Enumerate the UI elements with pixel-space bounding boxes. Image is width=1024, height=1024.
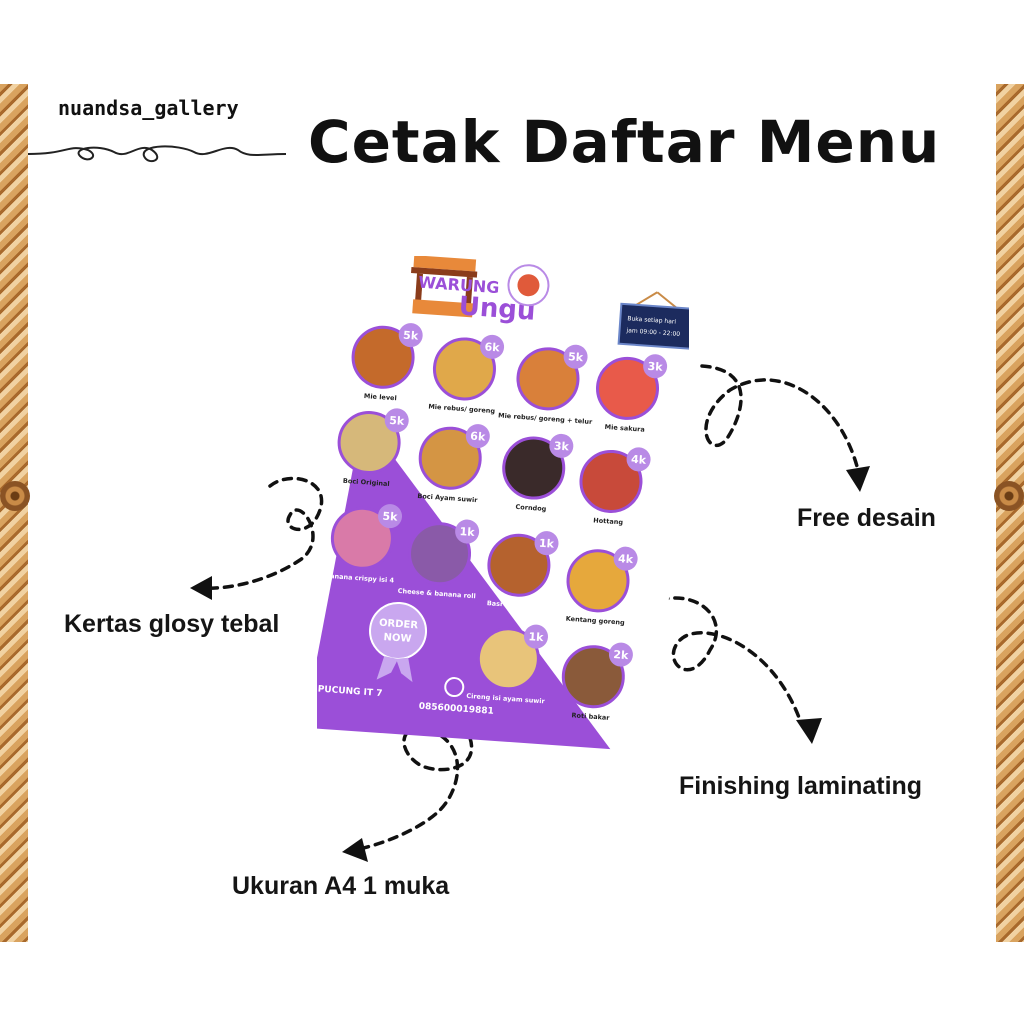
price-badge [465,424,490,449]
menu-item-photo [566,549,630,613]
flourish-ornament [28,145,287,163]
logo-bottom-text: Ungu [458,291,537,326]
menu-item-photo [561,645,625,709]
menu-card: WARUNG Ungu Buka setiap hari jam 09:00 -… [317,256,689,752]
price-badge [643,354,668,379]
price-badge [626,447,651,472]
hours-line1: Buka setiap hari [627,315,676,325]
hours-sign: Buka setiap hari jam 09:00 - 22:00 [617,291,689,350]
menu-item-photo [476,627,540,691]
label-finishing: Finishing laminating [679,772,923,800]
price-badge [378,504,403,529]
price-text: 5k [403,329,420,343]
price-text: 6k [470,430,487,444]
price-text: 4k [631,453,648,467]
price-badge [563,344,588,369]
menu-item-photo [432,337,496,401]
price-badge [480,334,505,359]
price-badge [608,642,633,667]
arrowhead-free-desain [846,466,870,492]
whatsapp-icon [444,677,465,698]
price-text: 6k [484,340,501,354]
arrowhead-ukuran [342,838,368,862]
price-text: 1k [459,525,476,539]
price-badge [549,433,574,458]
price-text: 3k [553,439,570,453]
price-badge [384,408,409,433]
rope-knot-left [0,481,30,511]
order-line1: ORDER [379,618,419,632]
label-ukuran: Ukuran A4 1 muka [232,872,450,900]
menu-item-photo [418,426,482,490]
price-text: 3k [647,360,664,374]
price-badge [455,519,480,544]
price-badge [523,624,548,649]
order-now-badge: ORDER NOW [369,601,428,683]
menu-item-photo [408,522,472,586]
menu-item-name: Mie sakura [604,423,645,434]
price-text: 5k [382,510,399,524]
menu-item-photo [337,411,401,475]
menu-item-photo [502,436,566,500]
location-text: PUCUNG IT 7 [317,685,382,699]
menu-item-name: Mie level [364,392,397,402]
menu-item-name: Corndog [515,503,547,513]
menu-item-photo [351,325,415,389]
brand-name: nuandsa_gallery [58,96,239,120]
order-line2: NOW [383,632,412,645]
rope-border-right [996,84,1024,942]
price-badge [398,323,423,348]
rope-border-left [0,84,28,942]
arrowhead-finishing [796,718,822,744]
menu-item-photo [596,356,660,420]
menu-item-photo [487,533,551,597]
price-text: 5k [568,350,585,364]
page-title: Cetak Daftar Menu [308,108,941,176]
price-text: 4k [618,552,635,566]
price-text: 1k [539,537,556,551]
menu-item-name: Boci Original [343,477,390,488]
price-badge [534,531,559,556]
price-text: 1k [528,630,545,644]
price-badge [613,546,638,571]
arrowhead-kertas [190,576,212,600]
menu-item-photo [516,347,580,411]
label-free-desain: Free desain [797,504,936,532]
price-text: 2k [613,648,630,662]
menu-item-name: Hottang [593,516,624,526]
menu-item-photo [579,449,643,513]
menu-item-name: Roti bakar [571,711,610,722]
label-kertas: Kertas glosy tebal [64,610,280,638]
menu-item-photo [330,506,394,570]
hours-line2: jam 09:00 - 22:00 [625,327,680,338]
price-text: 5k [389,414,406,428]
rope-knot-right [994,481,1024,511]
